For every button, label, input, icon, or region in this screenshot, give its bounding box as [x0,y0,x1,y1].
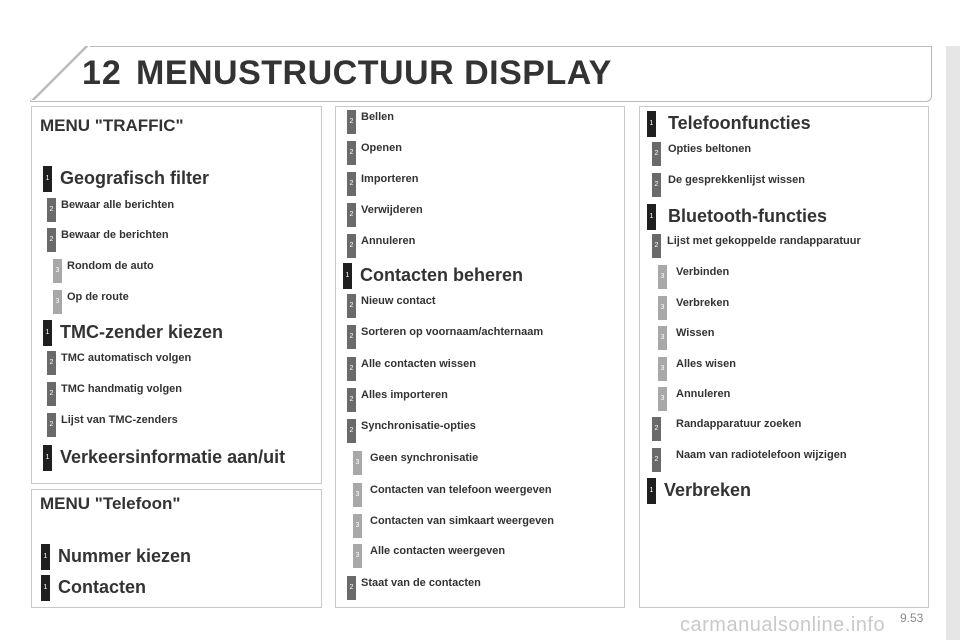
watermark: carmanualsonline.info [680,614,886,636]
contacten-panel [335,106,625,608]
chapter-number: 12 [82,54,122,92]
side-tab-strip [946,46,960,640]
telefoon-panel [31,489,322,608]
telefoonfuncties-panel [639,106,929,608]
traffic-menu-title: MENU "TRAFFIC" [40,116,184,135]
page-number: 9.53 [900,611,924,625]
page-title: MENUSTRUCTUUR DISPLAY [136,54,612,92]
header-notch [30,46,90,100]
header-bar [30,46,932,102]
traffic-panel [31,106,322,484]
telefoon-menu-title: MENU "Telefoon" [40,494,181,513]
